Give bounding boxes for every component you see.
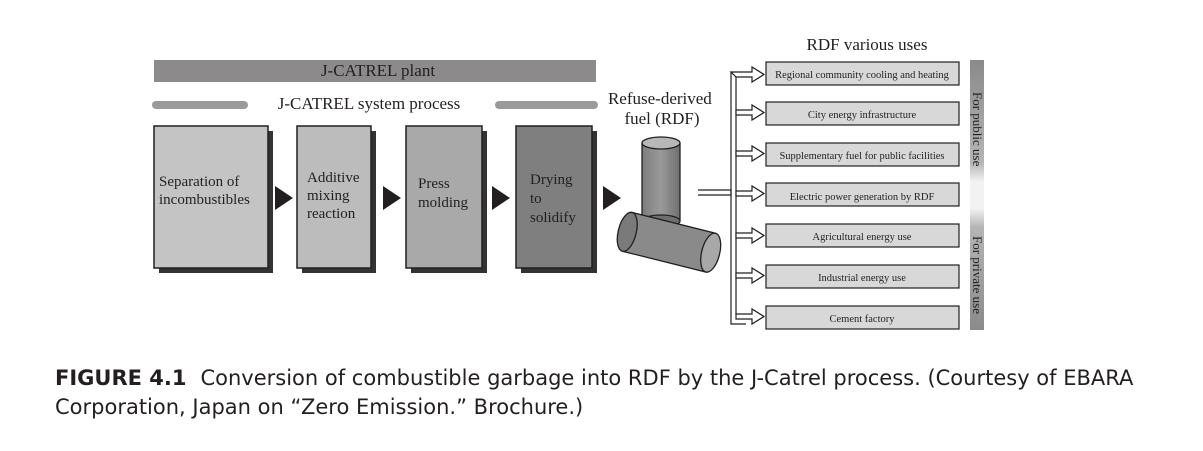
plant-title: J-CATREL plant <box>321 61 435 80</box>
step-label-line: molding <box>418 195 469 211</box>
step-box <box>296 125 372 269</box>
public-use-label: For public use <box>970 92 985 167</box>
branch-arrow <box>735 103 766 122</box>
branch-arrow <box>735 307 766 326</box>
step-box <box>153 125 269 269</box>
use-label: City energy infrastructure <box>808 110 917 121</box>
step-label-line: reaction <box>307 206 356 222</box>
use-label: Cement factory <box>829 314 895 325</box>
private-use-label: For private use <box>970 236 985 314</box>
step-arrow <box>603 186 621 210</box>
system-bar-left <box>152 101 248 109</box>
branch-arrow <box>735 226 766 245</box>
use-box-6: Industrial energy use <box>765 264 960 289</box>
branch-arrow <box>729 65 766 84</box>
use-label: Industrial energy use <box>818 273 906 284</box>
use-box-3: Supplementary fuel for public facilities <box>765 142 960 167</box>
system-bar-right <box>495 101 598 109</box>
branch-arrow <box>735 266 766 285</box>
use-box-1: Regional community cooling and heating <box>765 61 960 86</box>
rdf-label-line1: Refuse-derived <box>608 89 712 108</box>
step-label-line: Separation of <box>159 174 239 190</box>
step-label-line: Drying <box>530 172 573 188</box>
use-label: Agricultural energy use <box>813 232 912 243</box>
svg-text:Additive mixing re: Additive mixing reaction <box>307 170 363 222</box>
figure-caption-text: Conversion of combustible garbage into R… <box>55 366 1134 419</box>
step-box <box>405 125 483 269</box>
rdf-label-line2: fuel (RDF) <box>624 109 699 128</box>
rdf-pellet-icon <box>616 136 722 273</box>
use-box-4: Electric power generation by RDF <box>765 182 960 207</box>
branch-arrow <box>735 144 766 163</box>
branch-arrow <box>735 184 766 203</box>
step-box <box>515 125 593 269</box>
use-box-7: Cement factory <box>765 305 960 330</box>
uses-title: RDF various uses <box>807 35 928 54</box>
process-step-1: Separation of incombustibles <box>153 125 273 273</box>
step-label-line: solidify <box>530 210 576 226</box>
step-label-line: to <box>530 191 542 207</box>
svg-text:Drying to solidify: Drying to solidify <box>530 172 576 226</box>
step-label-line: mixing <box>307 188 350 204</box>
step-arrow <box>492 186 510 210</box>
use-label: Supplementary fuel for public facilities <box>779 151 944 162</box>
svg-text:Refuse-derived fuel (RDF): Refuse-derived fuel (RDF) <box>608 89 716 128</box>
svg-text:Press molding: Press molding <box>418 176 469 211</box>
jcatrel-diagram: J-CATREL plant J-CATREL system process S… <box>152 35 985 330</box>
use-box-5: Agricultural energy use <box>765 223 960 248</box>
system-title: J-CATREL system process <box>278 94 461 113</box>
process-step-3: Press molding <box>405 125 487 273</box>
use-label: Electric power generation by RDF <box>790 192 935 203</box>
figure-label: FIGURE 4.1 <box>55 366 187 390</box>
use-label: Regional community cooling and heating <box>775 70 950 81</box>
process-step-2: Additive mixing reaction <box>296 125 376 273</box>
step-label-line: Additive <box>307 170 360 186</box>
step-label-line: Press <box>418 176 450 192</box>
use-box-2: City energy infrastructure <box>765 101 960 126</box>
use-category-bar <box>970 60 984 330</box>
plant-bar <box>154 60 596 82</box>
step-arrow <box>383 186 401 210</box>
step-arrow <box>275 186 293 210</box>
process-step-4: Drying to solidify <box>515 125 597 273</box>
feed-arrow <box>698 189 732 196</box>
branch-arrows <box>729 65 766 326</box>
step-label-line: incombustibles <box>159 192 250 208</box>
svg-text:Separation of incombusti: Separation of incombustibles <box>159 174 250 208</box>
